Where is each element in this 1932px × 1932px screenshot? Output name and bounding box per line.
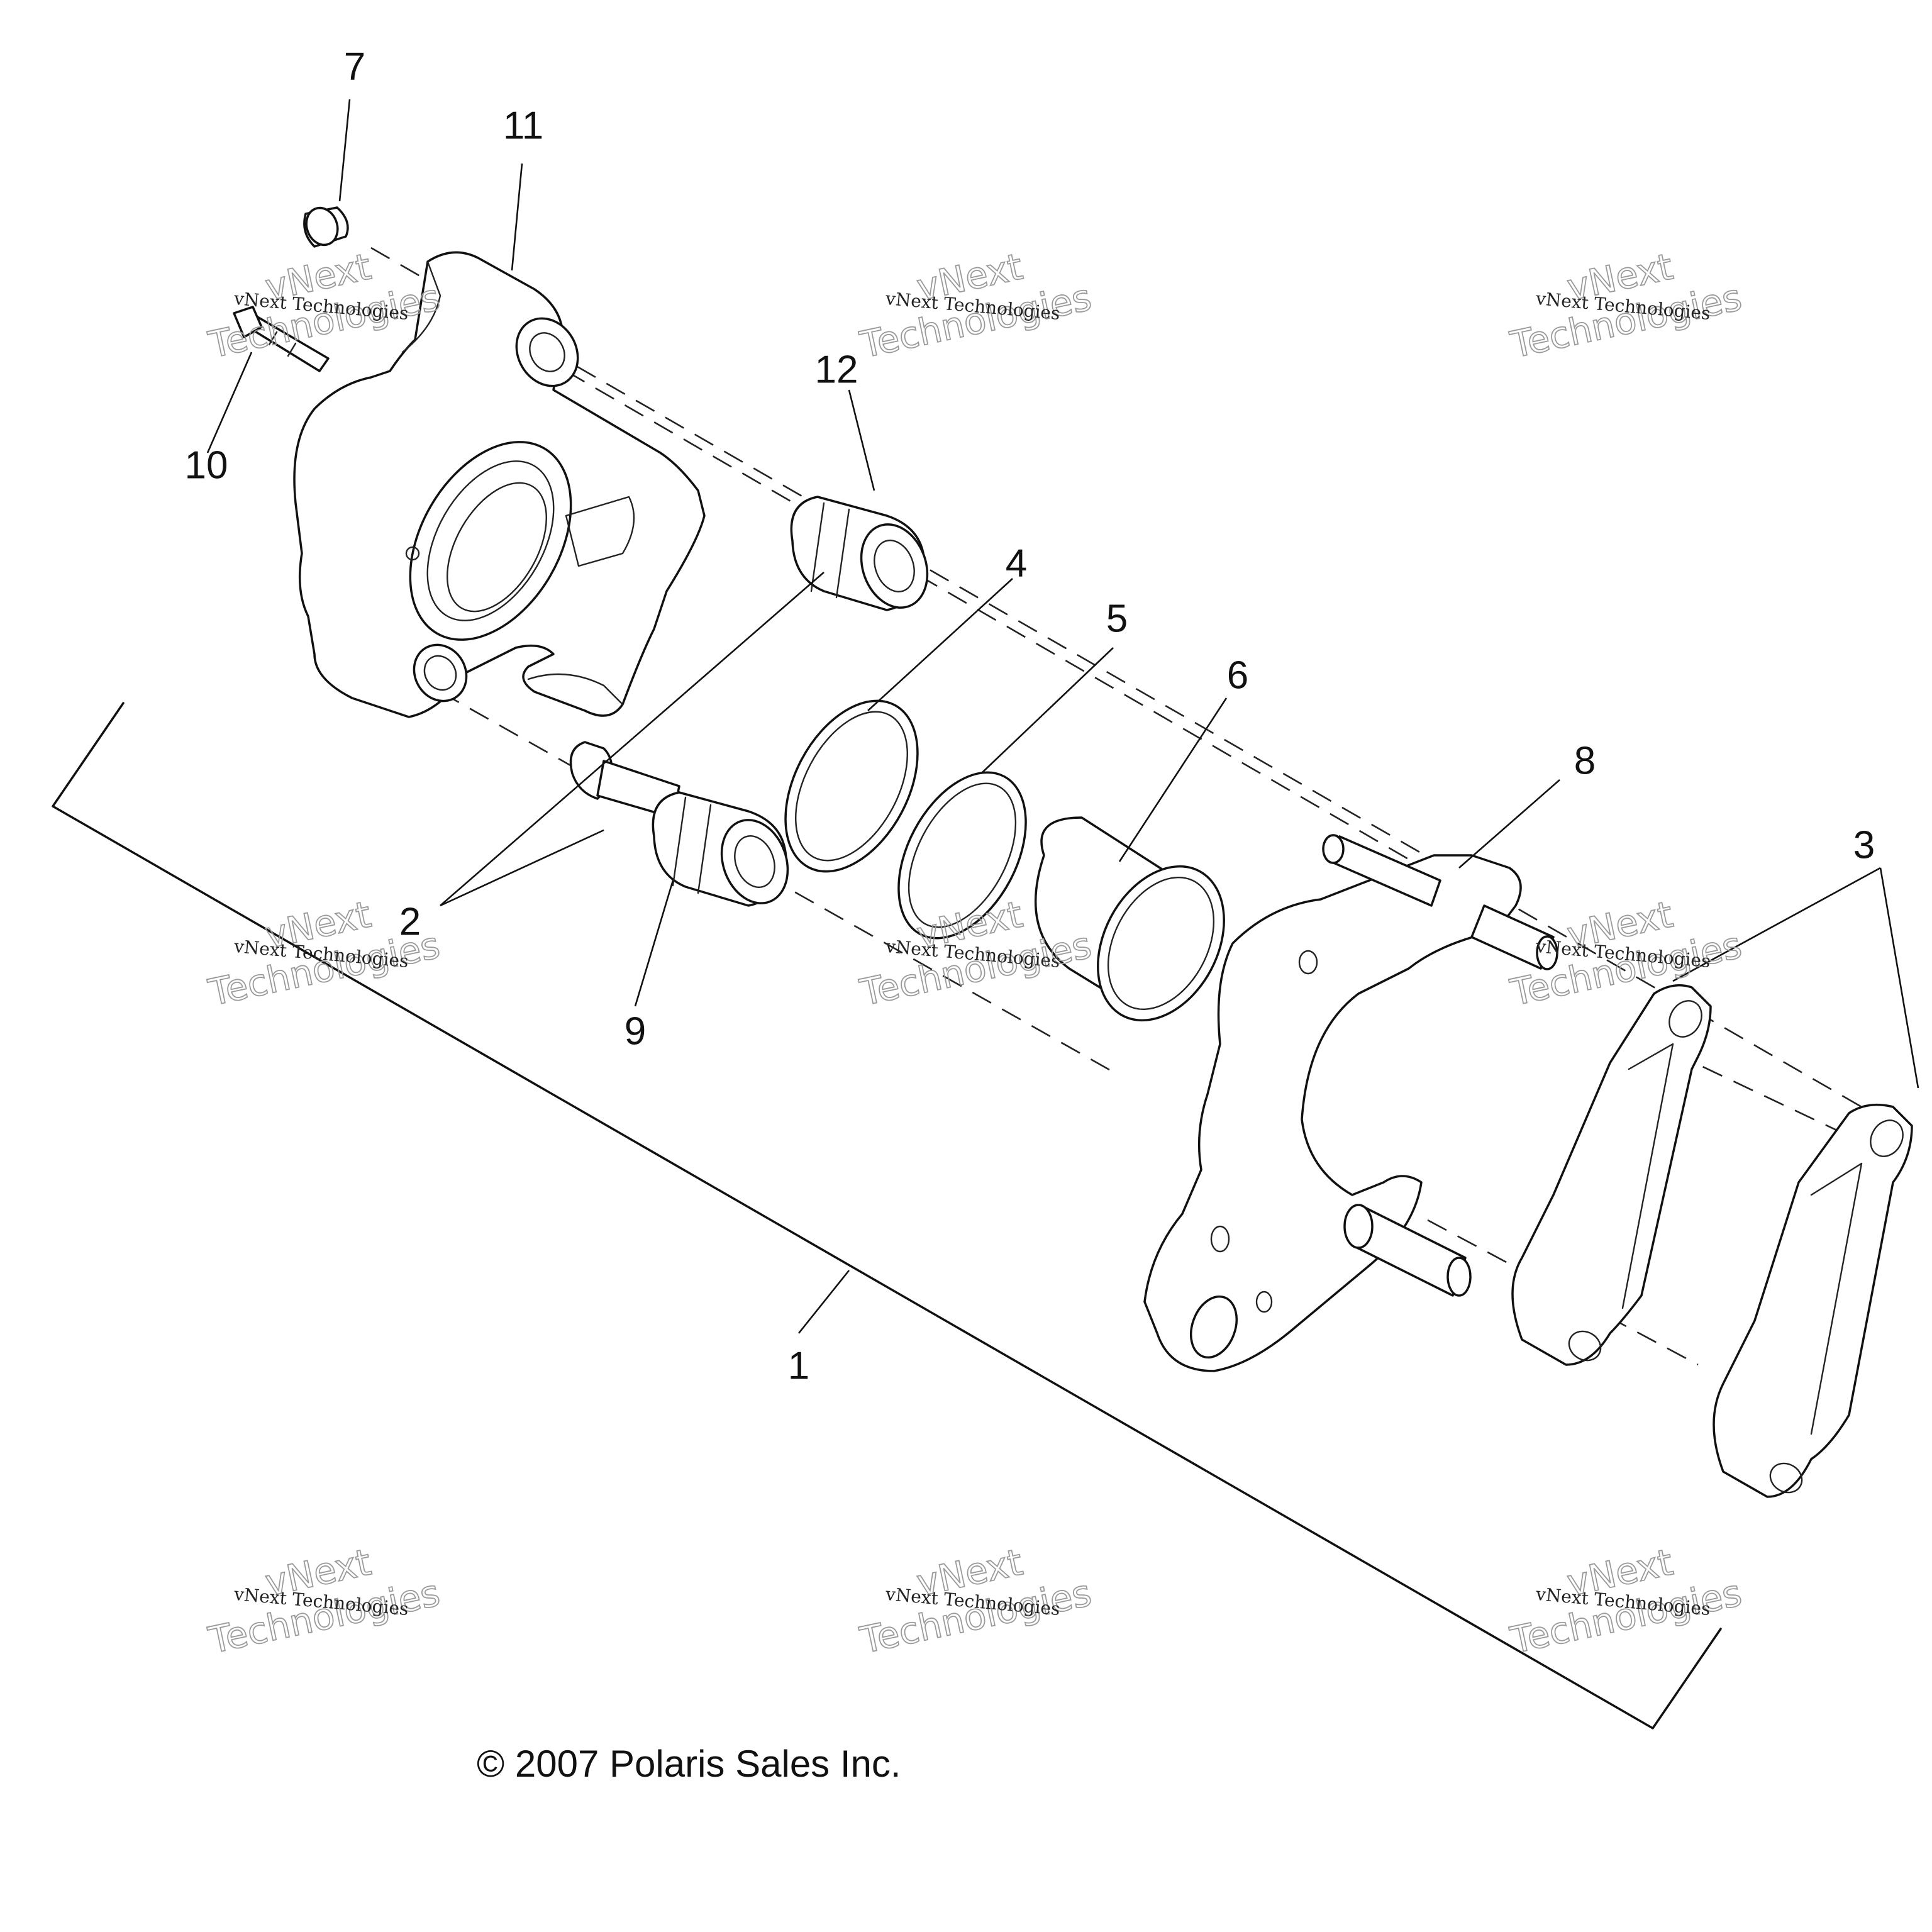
watermark-r1c2: vNext Technologies vNext Technologies: [856, 245, 1096, 367]
watermark-r2c3: vNext Technologies vNext Technologies: [1506, 892, 1746, 1015]
callout-8: 8: [1574, 740, 1596, 783]
callout-11: 11: [503, 104, 543, 148]
callout-10: 10: [185, 444, 228, 487]
copyright-notice: © 2007 Polaris Sales Inc.: [477, 1743, 901, 1785]
leader-lines: [206, 99, 1919, 1334]
callout-3: 3: [1853, 824, 1875, 867]
slide-pin-boot-lower-part: [652, 791, 789, 907]
watermark-r1c3: vNext Technologies vNext Technologies: [1506, 245, 1746, 367]
callout-2: 2: [399, 901, 421, 944]
callout-1: 1: [788, 1345, 809, 1388]
brake-pad-inner-part: [1511, 984, 1712, 1366]
bleeder-cap-part: [303, 206, 349, 248]
caliper-mounting-bracket-part: [1143, 834, 1558, 1372]
brake-pad-outer-part: [1713, 1103, 1913, 1498]
dust-seal-ring-part: [897, 771, 1027, 940]
callout-7: 7: [344, 45, 365, 89]
bleeder-screw-part: [233, 306, 330, 372]
caliper-piston-part: [1034, 816, 1225, 1022]
watermark-r3c2: vNext Technologies vNext Technologies: [856, 1540, 1096, 1663]
callout-6: 6: [1227, 654, 1248, 697]
callout-labels: 1 2 3 4 5 6 7 8 9 10 11 12: [185, 45, 1875, 1388]
assembly-bracket-1: [52, 702, 1722, 1729]
callout-12: 12: [815, 348, 858, 392]
caliper-housing-part: [293, 251, 706, 718]
piston-seal-ring-part: [784, 699, 919, 873]
callout-4: 4: [1006, 542, 1027, 586]
slide-pin-boot-upper-part: [790, 496, 929, 611]
callout-9: 9: [625, 1010, 646, 1053]
watermark-r3c1: vNext Technologies vNext Technologies: [204, 1540, 444, 1663]
callout-5: 5: [1106, 597, 1128, 641]
